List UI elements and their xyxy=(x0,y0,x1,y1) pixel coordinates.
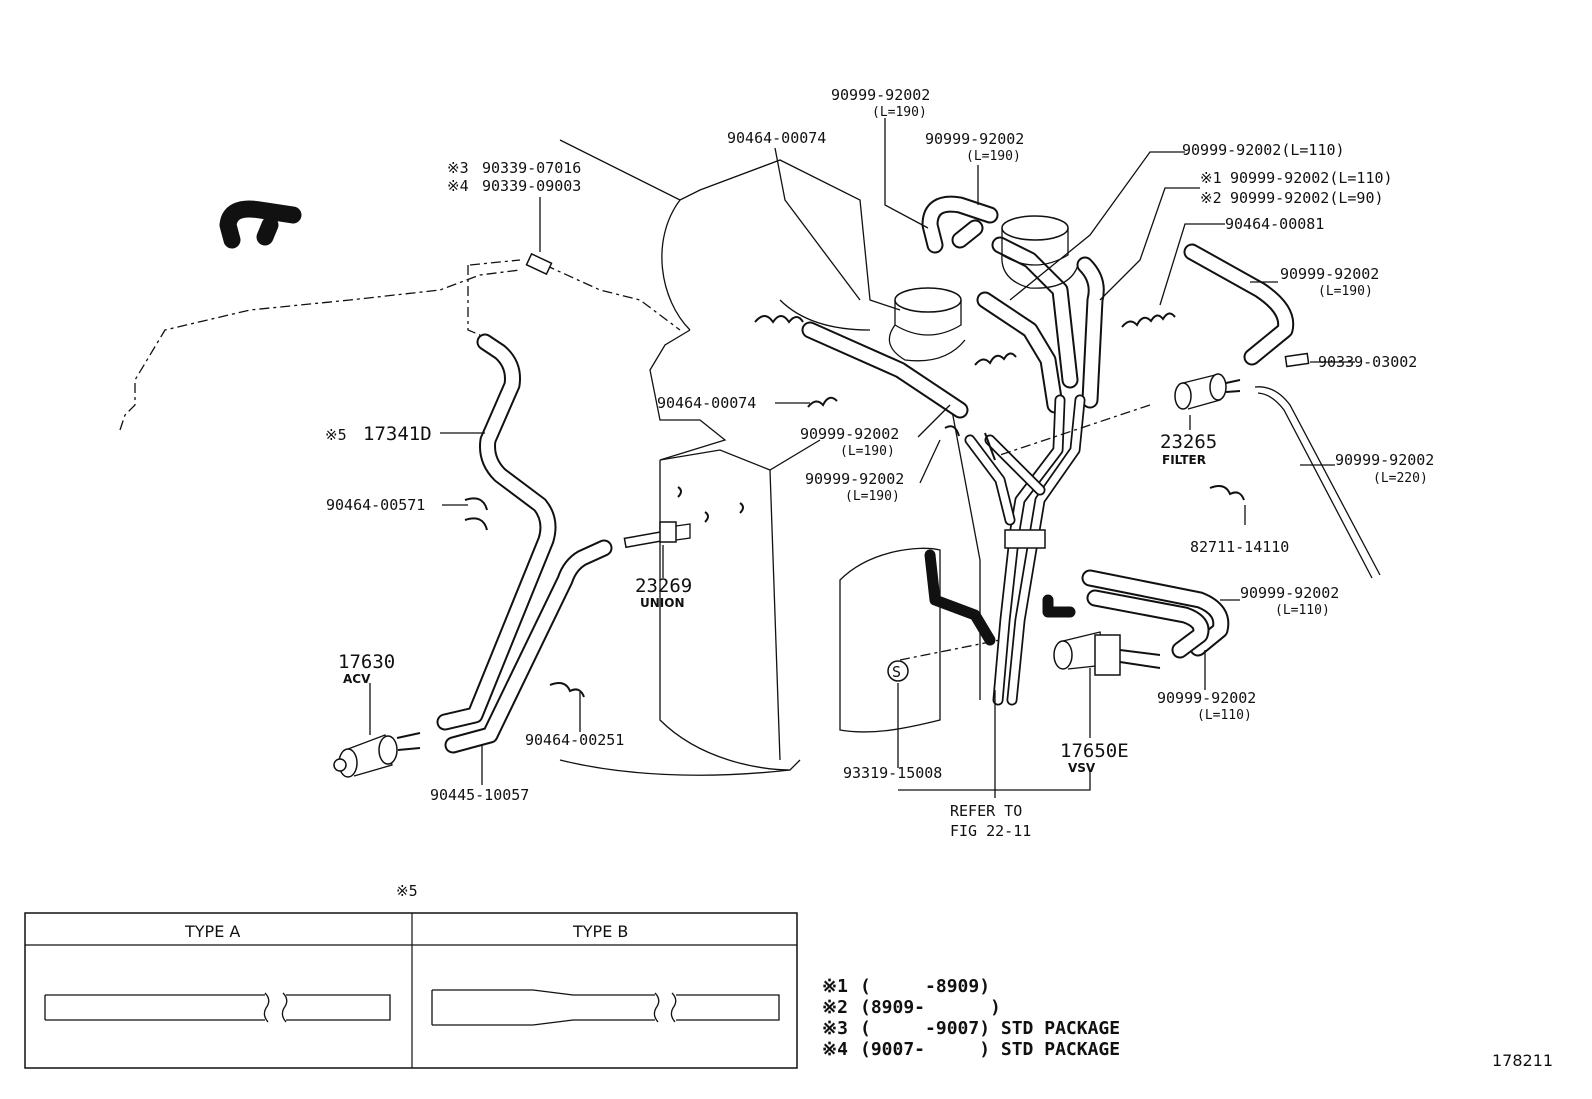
table-type-a: TYPE A xyxy=(184,922,240,941)
label-clamp-00571: 90464-00571 xyxy=(326,496,425,514)
canister-mid xyxy=(888,287,966,362)
engine-outline xyxy=(119,139,981,776)
note-4-mark: ※4 xyxy=(822,1039,848,1060)
table-type-b: TYPE B xyxy=(572,922,628,941)
tube-bundle xyxy=(924,394,1086,706)
note-3-mark: ※3 xyxy=(822,1018,848,1039)
s-mark: S xyxy=(892,663,901,681)
label-clamp-00251: 90464-00251 xyxy=(525,731,624,749)
label-hose-17341: 17341D xyxy=(363,423,432,445)
plug-90339-03002-icon xyxy=(1284,352,1310,368)
label-filter-cap: FILTER xyxy=(1162,453,1206,467)
hose-right-190 xyxy=(1183,243,1295,366)
label-union-cap: UNION xyxy=(640,596,685,610)
label-hose-r-110b-len: (L=110) xyxy=(1197,708,1252,723)
acv-17630-icon xyxy=(333,732,421,778)
canister-top xyxy=(1001,215,1079,289)
label-acv-num: 17630 xyxy=(338,651,395,673)
hose-top-loop xyxy=(219,200,302,249)
label-hose-right-220: 90999-92002 xyxy=(1335,451,1434,469)
plug-n3-icon xyxy=(525,252,553,276)
label-hose-right-190-len: (L=190) xyxy=(1318,284,1373,299)
label-n3: ※3 xyxy=(447,159,469,177)
label-n4: ※4 xyxy=(447,177,469,195)
label-vsv-cap: VSV xyxy=(1068,761,1096,775)
label-hose-top2-190-len: (L=190) xyxy=(966,149,1021,164)
note-1-mark: ※1 xyxy=(822,976,848,997)
label-plug-03002: 90339-03002 xyxy=(1318,353,1417,371)
label-hose-right-220-len: (L=220) xyxy=(1373,471,1428,486)
label-n4-part: 90339-09003 xyxy=(482,177,581,195)
label-hose-right-190: 90999-92002 xyxy=(1280,265,1379,283)
label-clamp-top-00074: 90464-00074 xyxy=(727,129,826,147)
label-hose-r1-110: 90999-92002(L=110) xyxy=(1182,141,1345,159)
part-labels: 90999-92002 (L=190) 90999-92002 (L=190) … xyxy=(325,86,1434,840)
label-refer-2: FIG 22-11 xyxy=(950,822,1031,840)
label-hose-r-110a-len: (L=110) xyxy=(1275,603,1330,618)
label-hose-n2: 90999-92002(L=90) xyxy=(1230,189,1384,207)
note-1-text: ( -8909) xyxy=(860,976,990,997)
label-acv-cap: ACV xyxy=(343,672,371,686)
type-table: ※5 TYPE A TYPE B xyxy=(24,882,798,1069)
label-hose-r-110a: 90999-92002 xyxy=(1240,584,1339,602)
note-2-mark: ※2 xyxy=(822,997,848,1018)
label-hose-mid-190a-len: (L=190) xyxy=(840,444,895,459)
label-clip-14110: 82711-14110 xyxy=(1190,538,1289,556)
s-mark-circle xyxy=(887,660,909,682)
union-23269-icon xyxy=(623,521,691,549)
label-hose-mid-190a: 90999-92002 xyxy=(800,425,899,443)
hose-top-group xyxy=(801,195,1105,419)
label-hose-top-190-len: (L=190) xyxy=(872,105,927,120)
filter-23265-icon xyxy=(1174,373,1241,410)
hose-right-220 xyxy=(1254,386,1381,579)
label-hose-top2-190: 90999-92002 xyxy=(925,130,1024,148)
leader-lines xyxy=(369,118,1355,798)
label-n5: ※5 xyxy=(325,426,347,444)
label-n2: ※2 xyxy=(1200,189,1222,207)
label-hose-top-190: 90999-92002 xyxy=(831,86,930,104)
label-hose-r-110b: 90999-92002 xyxy=(1157,689,1256,707)
label-n1: ※1 xyxy=(1200,169,1222,187)
date-notes: ※1 ( -8909) ※2 (8909- ) ※3 ( -9007) STD … xyxy=(822,976,1120,1060)
figure-id: 178211 xyxy=(1492,1051,1553,1070)
label-vsv-num: 17650E xyxy=(1060,740,1129,762)
clamp-icons xyxy=(464,312,1245,698)
label-bolt-15008: 93319-15008 xyxy=(843,764,942,782)
hose-right-110 xyxy=(1081,569,1230,659)
label-refer-1: REFER TO xyxy=(950,802,1022,820)
label-union-num: 23269 xyxy=(635,575,692,597)
label-hose-mid-190b: 90999-92002 xyxy=(805,470,904,488)
label-clamp-mid-00074: 90464-00074 xyxy=(657,394,756,412)
label-filter-num: 23265 xyxy=(1160,431,1217,453)
note-2-text: (8909- ) xyxy=(860,997,1001,1018)
label-n3-part: 90339-07016 xyxy=(482,159,581,177)
hose-17341d xyxy=(436,333,613,754)
label-hose-10057: 90445-10057 xyxy=(430,786,529,804)
label-hose-n1: 90999-92002(L=110) xyxy=(1230,169,1393,187)
note-3-text: ( -9007) STD PACKAGE xyxy=(860,1018,1120,1039)
table-marker: ※5 xyxy=(396,882,418,900)
note-4-text: (9007- ) STD PACKAGE xyxy=(860,1039,1120,1060)
label-clamp-00081: 90464-00081 xyxy=(1225,215,1324,233)
vsv-17650e-icon xyxy=(1053,631,1161,676)
label-hose-mid-190b-len: (L=190) xyxy=(845,489,900,504)
